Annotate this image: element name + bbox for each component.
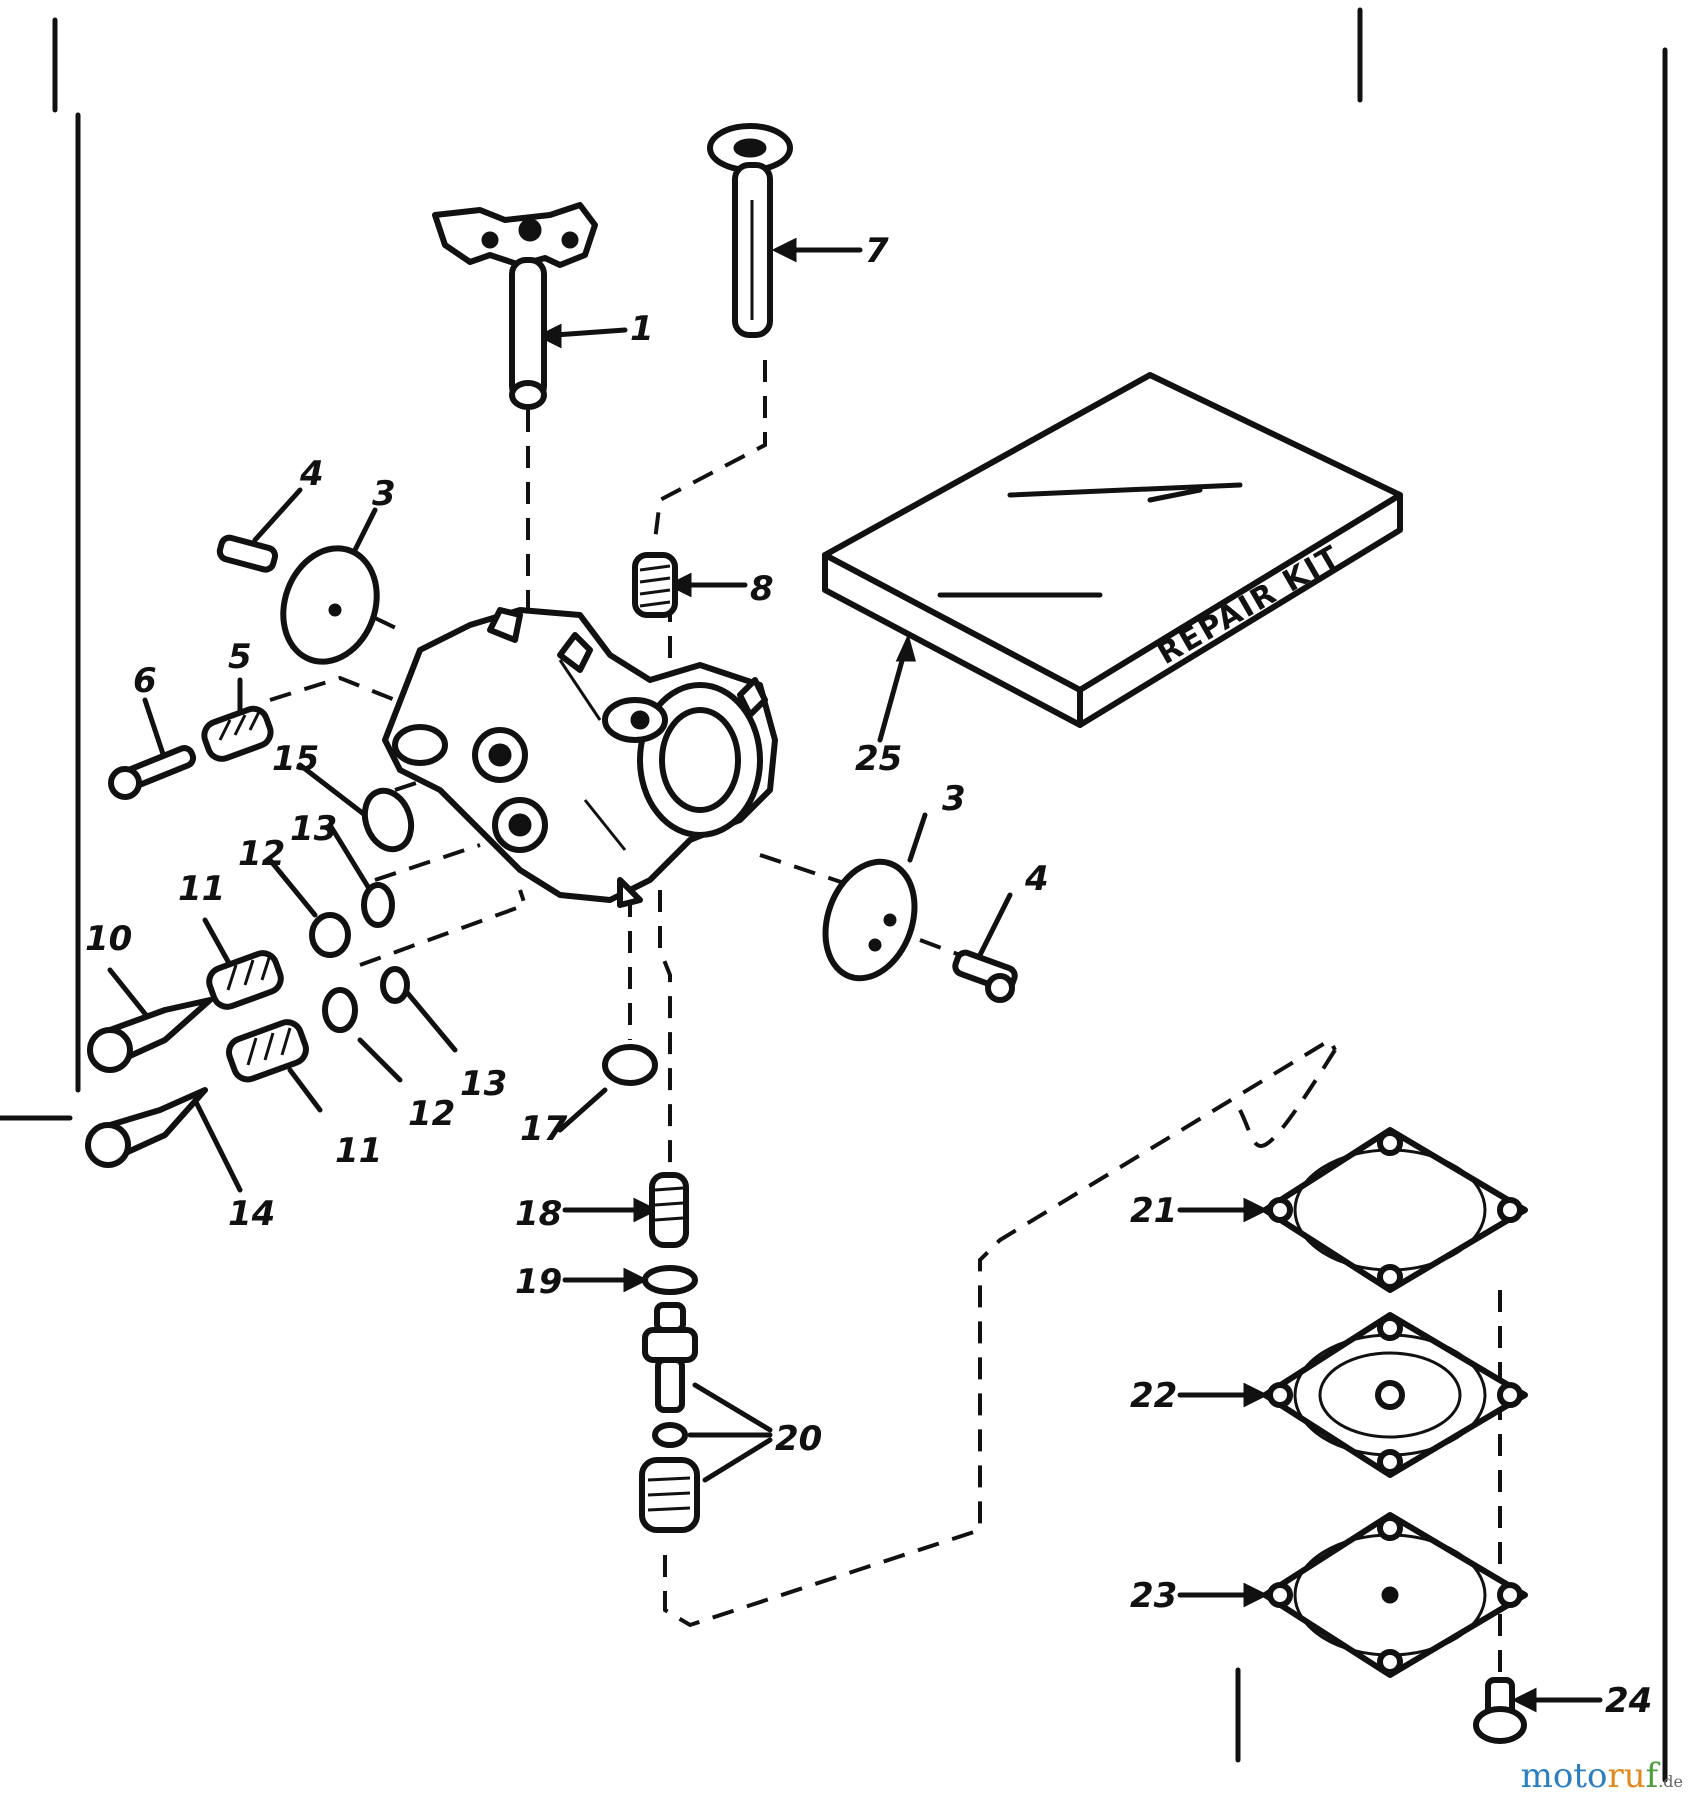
label-21: 21	[1130, 1191, 1177, 1231]
carburetor-body	[382, 607, 778, 908]
diaphragm-part-22	[1262, 1312, 1528, 1478]
frame-lines	[0, 7, 1668, 1783]
label-17: 17	[520, 1109, 568, 1149]
plug-part-15	[361, 787, 415, 853]
label-18: 18	[515, 1194, 562, 1234]
label-13-upper: 13	[290, 809, 337, 849]
repair-kit-box: REPAIR KIT	[822, 372, 1403, 728]
label-3-right: 3	[942, 779, 966, 819]
label-3-upper: 3	[372, 474, 396, 514]
spring-part-8	[632, 552, 678, 618]
label-15: 15	[272, 739, 319, 779]
label-1: 1	[630, 309, 654, 349]
inlet-needle-assembly	[639, 1172, 700, 1533]
high-speed-needle-assembly	[87, 882, 395, 1073]
cover-part-23	[1262, 1512, 1528, 1678]
label-23: 23	[1130, 1576, 1177, 1616]
idle-screw-assembly	[108, 705, 274, 800]
label-8: 8	[750, 569, 774, 609]
part-labels: 1 7 8 25 4 3 5 6 15 13 12 11 10 3 4 13 1…	[85, 231, 1652, 1721]
watermark-part1: moto	[1520, 1756, 1608, 1796]
motoruf-watermark: motoruf.de	[1521, 1756, 1683, 1796]
throttle-plate-upper	[216, 534, 380, 665]
label-6: 6	[133, 661, 157, 701]
label-25: 25	[855, 739, 902, 779]
watermark-part2: ru	[1607, 1756, 1646, 1796]
label-7: 7	[865, 231, 889, 271]
plug-part-17	[602, 1044, 658, 1086]
choke-shaft-part	[707, 123, 793, 338]
throttle-shaft-part	[432, 202, 598, 410]
assembly-guide-lines	[269, 360, 1502, 1680]
label-4-upper: 4	[299, 454, 324, 494]
label-12-upper: 12	[238, 834, 285, 874]
watermark-part3: f	[1645, 1756, 1659, 1796]
leader-arrows	[107, 237, 1603, 1713]
choke-plate-right	[822, 858, 1018, 1003]
watermark-suffix: .de	[1658, 1772, 1683, 1791]
label-14: 14	[228, 1194, 275, 1234]
label-22: 22	[1130, 1376, 1177, 1416]
label-10: 10	[85, 919, 132, 959]
label-24: 24	[1605, 1681, 1652, 1721]
label-19: 19	[515, 1262, 562, 1302]
label-11-upper: 11	[178, 869, 225, 909]
screw-part-24	[1473, 1677, 1527, 1744]
label-12-lower: 12	[408, 1094, 455, 1134]
label-20: 20	[775, 1419, 822, 1459]
label-4-right: 4	[1024, 859, 1049, 899]
label-11-lower: 11	[335, 1131, 382, 1171]
label-13-lower: 13	[460, 1064, 507, 1104]
low-speed-needle-assembly	[85, 966, 410, 1168]
label-5: 5	[228, 637, 252, 677]
gasket-part-21	[1262, 1127, 1528, 1293]
